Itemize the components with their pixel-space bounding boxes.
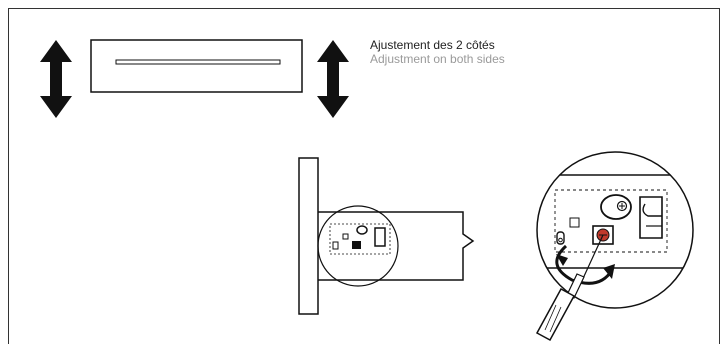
caption-english: Adjustment on both sides [370, 52, 505, 66]
drawer-front [90, 39, 303, 93]
hinge-clip [639, 196, 663, 239]
rotation-arrow-icon [555, 244, 615, 285]
screwdriver-icon [535, 234, 604, 342]
small-slot [556, 231, 565, 245]
magnified-detail [535, 151, 694, 342]
adjustment-caption: Ajustement des 2 côtés Adjustment on bot… [370, 38, 505, 66]
right-up-down-arrow-icon [317, 40, 349, 118]
cam-fitting [600, 194, 632, 220]
side-panel [298, 157, 319, 315]
left-up-down-arrow-icon [40, 40, 72, 118]
caption-french: Ajustement des 2 côtés [370, 38, 495, 52]
drawer-side-view [317, 205, 475, 287]
diagram-frame [8, 8, 720, 344]
